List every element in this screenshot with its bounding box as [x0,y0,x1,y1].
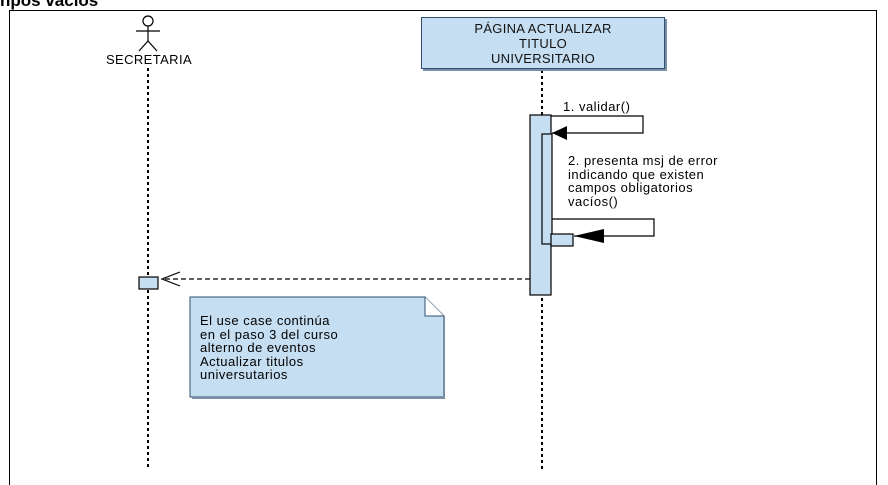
actor-figure-icon [136,15,160,52]
message-2-label: 2. presenta msj de error indicando que e… [568,153,719,209]
lifeline-label: PÁGINA ACTUALIZAR TITULO UNIVERSITARIO [474,20,612,66]
self-message-2-arrow [552,218,655,243]
page-title: npos vacios [0,0,99,10]
note-text: El use case continúa en el paso 3 del cu… [200,313,339,382]
message-1-label: 1. validar() [563,99,631,114]
activation-bar-nested [541,133,553,245]
return-message-arrow [160,271,530,287]
note-shape [189,296,445,399]
activation-bar-return [550,233,574,247]
lifeline-header-box: PÁGINA ACTUALIZAR TITULO UNIVERSITARIO [421,17,665,69]
actor-activation [138,276,159,290]
actor-label: SECRETARIA [105,52,193,67]
self-message-1-arrow [551,115,644,140]
diagram-frame [9,10,877,485]
